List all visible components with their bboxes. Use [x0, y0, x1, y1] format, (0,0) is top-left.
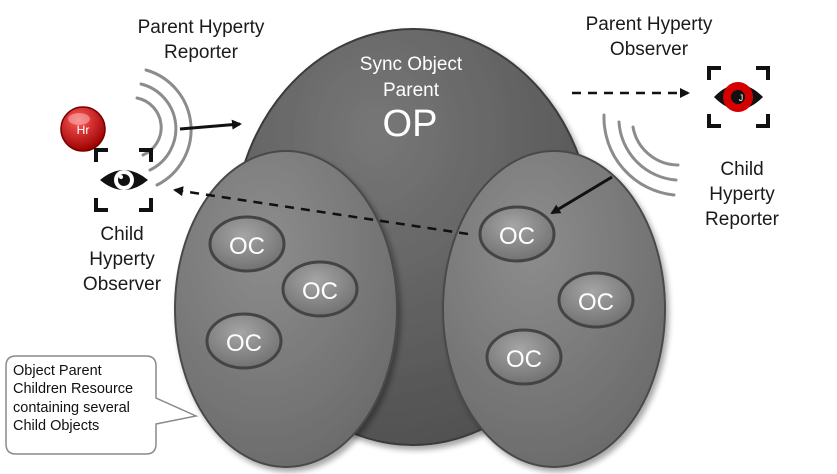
children-resource-oval-left [174, 150, 398, 468]
oc-label: OC [499, 223, 535, 250]
callout-line3: containing several [13, 399, 130, 416]
callout-bubble [5, 355, 199, 455]
oc-node: OC [281, 260, 359, 318]
reporter-to-parent-arrow [179, 119, 242, 131]
child-reporter-to-oc-arrow [550, 175, 613, 215]
oc-node: OC [205, 312, 283, 370]
callout-text: Object Parent Children Resource containi… [13, 362, 163, 435]
observer-eye-badge: J [739, 93, 744, 103]
oc-node: OC [478, 205, 556, 263]
parent-hyperty-reporter-label: Parent Hyperty Reporter [112, 15, 290, 65]
hr-badge-label: Hr [77, 123, 90, 137]
oc-label: OC [229, 233, 265, 260]
oc-node: OC [208, 215, 286, 273]
child-reporter-signal-arcs [602, 113, 680, 197]
hr-badge: Hr [60, 106, 106, 152]
oc-label: OC [506, 346, 542, 373]
oc-node: OC [557, 271, 635, 329]
child-reporter-line1: Child [720, 159, 764, 180]
child-observer-line1: Child [100, 224, 144, 245]
parent-observer-line1: Parent Hyperty [585, 14, 713, 35]
child-observer-eye-icon [94, 148, 153, 212]
child-hyperty-observer-label: Child Hyperty Observer [62, 222, 182, 297]
callout-line1: Object Parent [13, 363, 102, 379]
oc-label: OC [578, 289, 614, 316]
child-reporter-line2: Hyperty [709, 184, 775, 205]
child-hyperty-reporter-label: Child Hyperty Reporter [682, 157, 802, 232]
sync-object-label: Sync Object [360, 54, 463, 75]
oc-to-child-observer-arrow [173, 186, 469, 236]
parent-reporter-line2: Reporter [164, 42, 238, 63]
child-observer-line3: Observer [82, 274, 162, 295]
callout-line2: Children Resource [13, 381, 134, 398]
op-label: OP [383, 103, 438, 145]
parent-observer-eye-icon: J [707, 66, 770, 128]
oc-label: OC [226, 330, 262, 357]
oc-node: OC [485, 328, 563, 386]
parent-hyperty-observer-label: Parent Hyperty Observer [560, 12, 738, 62]
child-observer-line2: Hyperty [89, 249, 155, 270]
child-reporter-line3: Reporter [705, 209, 779, 230]
callout-line4: Child Objects [13, 417, 100, 434]
parent-observer-line2: Observer [609, 39, 689, 60]
oc-label: OC [302, 278, 338, 305]
parent-reporter-line1: Parent Hyperty [137, 17, 265, 38]
parent-label: Parent [383, 80, 440, 101]
